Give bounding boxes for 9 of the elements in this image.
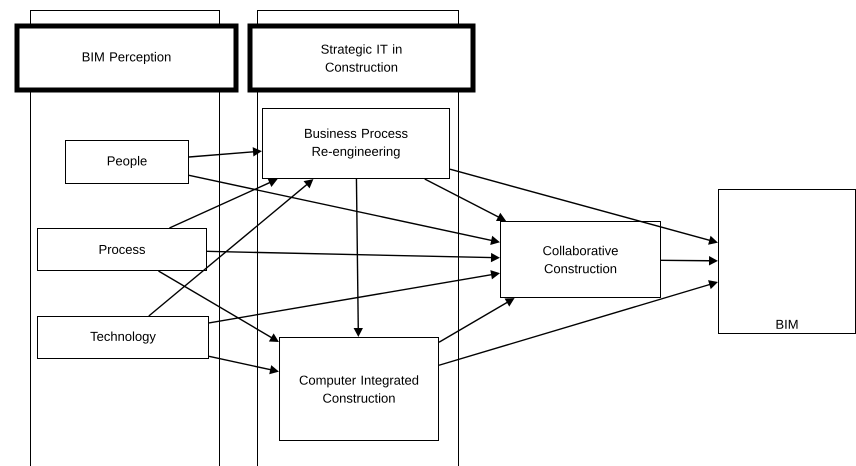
- process-box: Business Process Re-engineering: [262, 108, 450, 179]
- header-box: Strategic IT in Construction: [248, 24, 476, 92]
- process-box: Technology: [37, 316, 209, 359]
- process-box: Collaborative Construction: [500, 221, 661, 298]
- process-box: People: [65, 140, 189, 184]
- header-box: BIM Perception: [14, 24, 238, 92]
- process-box: BIM: [718, 189, 856, 334]
- process-box: Process: [37, 228, 207, 271]
- process-box: Computer Integrated Construction: [279, 337, 439, 441]
